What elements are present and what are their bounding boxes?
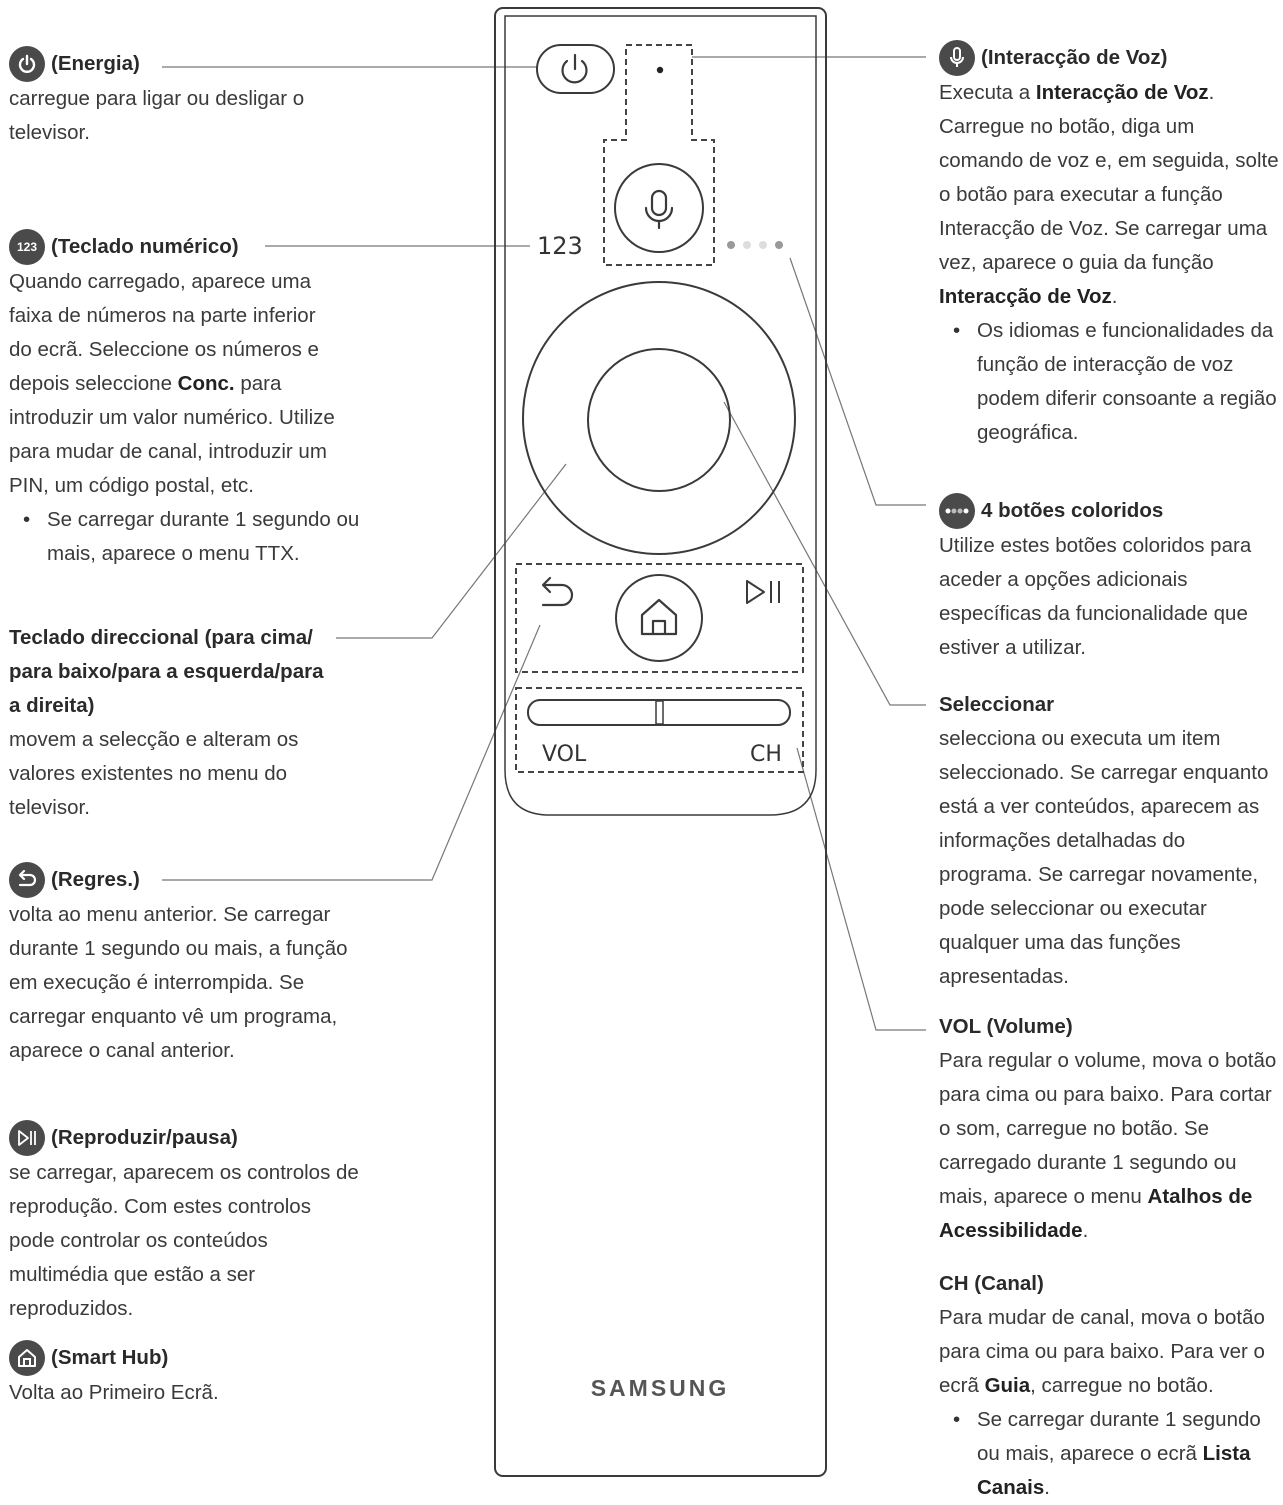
voice-button bbox=[614, 163, 704, 253]
callout-home: (Smart Hub) Volta ao Primeiro Ecrã. bbox=[9, 1340, 359, 1410]
vol-d1-bold: Atalhos de Acessibilidade bbox=[939, 1185, 1253, 1242]
ch-bullet-end: . bbox=[1044, 1476, 1050, 1499]
voice-d1: Executa a bbox=[939, 81, 1036, 104]
remote-ch-label: CH bbox=[750, 742, 782, 767]
remote-inner-frame bbox=[504, 15, 817, 816]
voice-d2: Carregue no botão, diga um comando de vo… bbox=[939, 115, 1279, 274]
play-title: (Reproduzir/pausa) bbox=[51, 1126, 238, 1149]
play-pause-icon bbox=[9, 1120, 45, 1156]
color-buttons-icon bbox=[939, 493, 975, 529]
numeric-desc-bold: Conc. bbox=[177, 372, 235, 395]
power-desc: carregue para ligar ou desligar o televi… bbox=[9, 87, 305, 144]
power-button bbox=[536, 44, 615, 94]
callout-back: (Regres.) volta ao menu anterior. Se car… bbox=[9, 862, 369, 1068]
volch-dashed-area bbox=[515, 687, 804, 773]
ch-d1-end: , carregue no botão. bbox=[1030, 1374, 1214, 1397]
home-icon bbox=[9, 1340, 45, 1376]
numeric-desc-2: para introduzir um valor numérico. Utili… bbox=[9, 372, 335, 497]
vol-ch-rocker bbox=[527, 699, 791, 726]
power-icon bbox=[9, 46, 45, 82]
ch-bullet-bold: Lista Canais bbox=[977, 1442, 1251, 1499]
numeric-title: (Teclado numérico) bbox=[51, 235, 239, 258]
home-button bbox=[615, 574, 703, 662]
play-pause-icon bbox=[746, 580, 780, 604]
nav-dashed-area bbox=[515, 563, 804, 673]
directional-title: Teclado direccional (para cima/ para bai… bbox=[9, 626, 324, 717]
ch-d1-bold: Guia bbox=[984, 1374, 1031, 1397]
back-title: (Regres.) bbox=[51, 868, 140, 891]
numeric-bullet: Se carregar durante 1 segundo ou mais, a… bbox=[9, 503, 369, 571]
power-icon bbox=[561, 53, 588, 84]
voice-d1-bold: Interacção de Voz bbox=[1035, 81, 1209, 104]
leader-colors bbox=[789, 257, 926, 506]
callout-colors: 4 botões coloridos Utilize estes botões … bbox=[939, 493, 1274, 665]
remote-vol-label: VOL bbox=[542, 742, 587, 767]
voice-d2-bold: Interacção de Voz bbox=[939, 285, 1112, 308]
leader-directional bbox=[336, 463, 567, 639]
callout-directional: Teclado direccional (para cima/ para bai… bbox=[9, 621, 334, 825]
back-icon bbox=[9, 862, 45, 898]
numeric-desc-1: Quando carregado, aparece uma faixa de n… bbox=[9, 270, 319, 395]
callout-power: (Energia) carregue para ligar ou desliga… bbox=[9, 46, 339, 150]
leader-back bbox=[162, 624, 541, 881]
color-dots bbox=[727, 241, 783, 249]
voice-d2-end: . bbox=[1111, 285, 1118, 308]
power-title: (Energia) bbox=[51, 52, 140, 75]
back-desc: volta ao menu anterior. Se carregar dura… bbox=[9, 903, 348, 1062]
ch-bullet-1: Se carregar durante 1 segundo ou mais, a… bbox=[977, 1408, 1261, 1465]
ch-title: CH (Canal) bbox=[939, 1272, 1044, 1295]
samsung-logo: SAMSUNG bbox=[591, 1375, 730, 1401]
directional-desc: movem a selecção e alteram os valores ex… bbox=[9, 728, 299, 819]
vol-title: VOL (Volume) bbox=[939, 1015, 1073, 1038]
voice-title: (Interacção de Voz) bbox=[981, 46, 1168, 69]
leader-vol bbox=[796, 747, 926, 1031]
leader-select bbox=[723, 401, 926, 706]
led-dot bbox=[656, 66, 664, 74]
home-title: (Smart Hub) bbox=[51, 1346, 169, 1369]
remote-body bbox=[494, 7, 827, 1477]
mic-icon bbox=[939, 40, 975, 76]
vol-d1: Para regular o volume, mova o botão para… bbox=[939, 1049, 1277, 1208]
voice-bullet: Os idiomas e funcionalidades da função d… bbox=[939, 314, 1279, 450]
callout-voice: (Interacção de Voz) Executa a Interacção… bbox=[939, 40, 1279, 450]
numeric-keypad-icon: 123 bbox=[9, 229, 45, 265]
remote-123-label: 123 bbox=[537, 232, 583, 260]
back-icon bbox=[541, 576, 574, 607]
ch-d1: Para mudar de canal, mova o botão para c… bbox=[939, 1306, 1265, 1397]
play-desc: se carregar, aparecem os controlos de re… bbox=[9, 1161, 359, 1320]
directional-pad bbox=[522, 281, 796, 555]
select-button bbox=[587, 348, 731, 492]
voice-dashed-area bbox=[603, 44, 715, 266]
colors-title: 4 botões coloridos bbox=[981, 499, 1164, 522]
callout-select: Seleccionar selecciona ou executa um ite… bbox=[939, 688, 1279, 994]
rocker-divider bbox=[655, 700, 664, 725]
callout-play: (Reproduzir/pausa) se carregar, aparecem… bbox=[9, 1120, 359, 1326]
callout-vol: VOL (Volume) Para regular o volume, mova… bbox=[939, 1010, 1279, 1248]
vol-d1-end: . bbox=[1082, 1219, 1089, 1242]
home-desc: Volta ao Primeiro Ecrã. bbox=[9, 1381, 219, 1404]
callout-numeric: 123 (Teclado numérico) Quando carregado,… bbox=[9, 229, 369, 571]
colors-desc: Utilize estes botões coloridos para aced… bbox=[939, 534, 1252, 659]
mic-icon bbox=[644, 189, 674, 230]
callout-ch: CH (Canal) Para mudar de canal, mova o b… bbox=[939, 1267, 1279, 1505]
select-title: Seleccionar bbox=[939, 693, 1055, 716]
select-desc: selecciona ou executa um item selecciona… bbox=[939, 727, 1269, 988]
voice-d1-end: . bbox=[1208, 81, 1215, 104]
home-icon bbox=[640, 598, 678, 636]
